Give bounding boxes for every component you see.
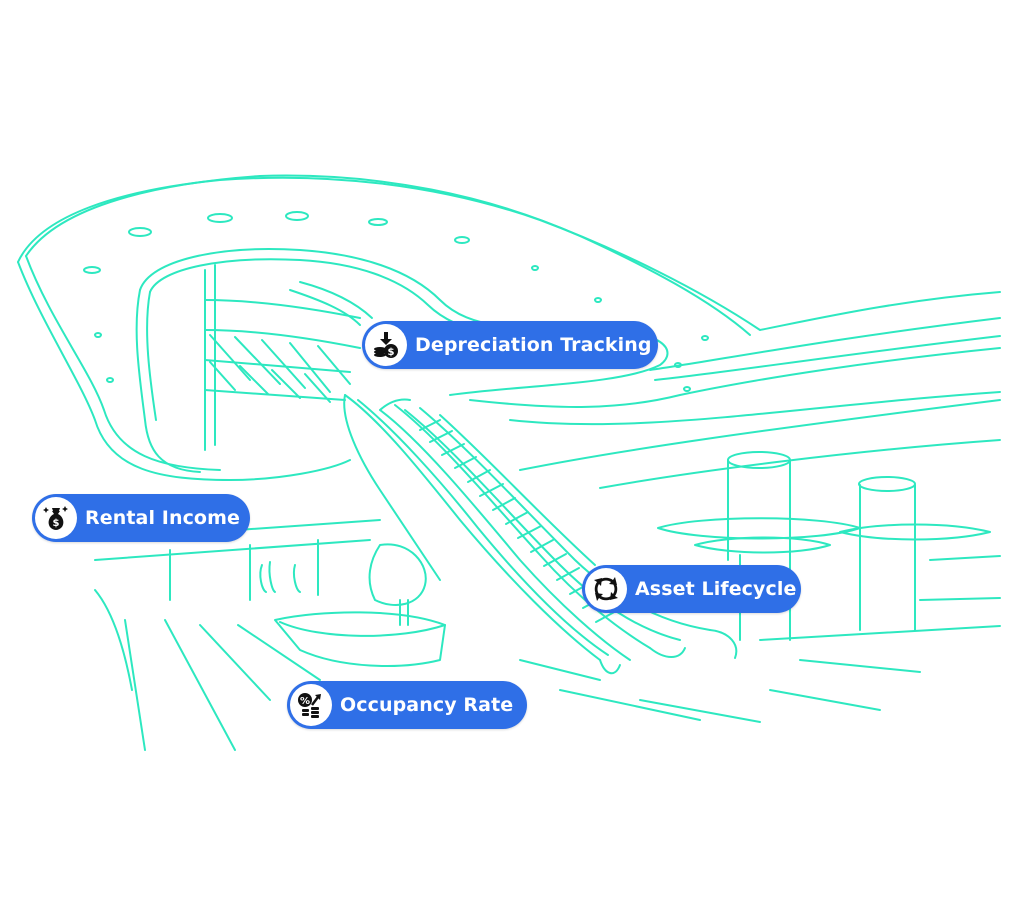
coins-down-arrow-icon: $	[365, 324, 407, 366]
percent-growth-icon: %	[290, 684, 332, 726]
money-bag-icon: $	[35, 497, 77, 539]
asset-lifecycle-label: Asset Lifecycle	[582, 565, 801, 613]
cycle-arrows-icon	[585, 568, 627, 610]
rental-income-label: $ Rental Income	[32, 494, 250, 542]
occupancy-rate-text: Occupancy Rate	[340, 694, 514, 716]
rental-income-text: Rental Income	[85, 507, 240, 529]
asset-lifecycle-text: Asset Lifecycle	[635, 578, 797, 600]
occupancy-rate-label: % Occupancy Rate	[287, 681, 527, 729]
svg-text:$: $	[53, 518, 60, 529]
depreciation-tracking-label: $ Depreciation Tracking	[362, 321, 658, 369]
svg-text:%: %	[300, 696, 310, 707]
svg-text:$: $	[388, 347, 395, 358]
depreciation-tracking-text: Depreciation Tracking	[415, 334, 652, 356]
